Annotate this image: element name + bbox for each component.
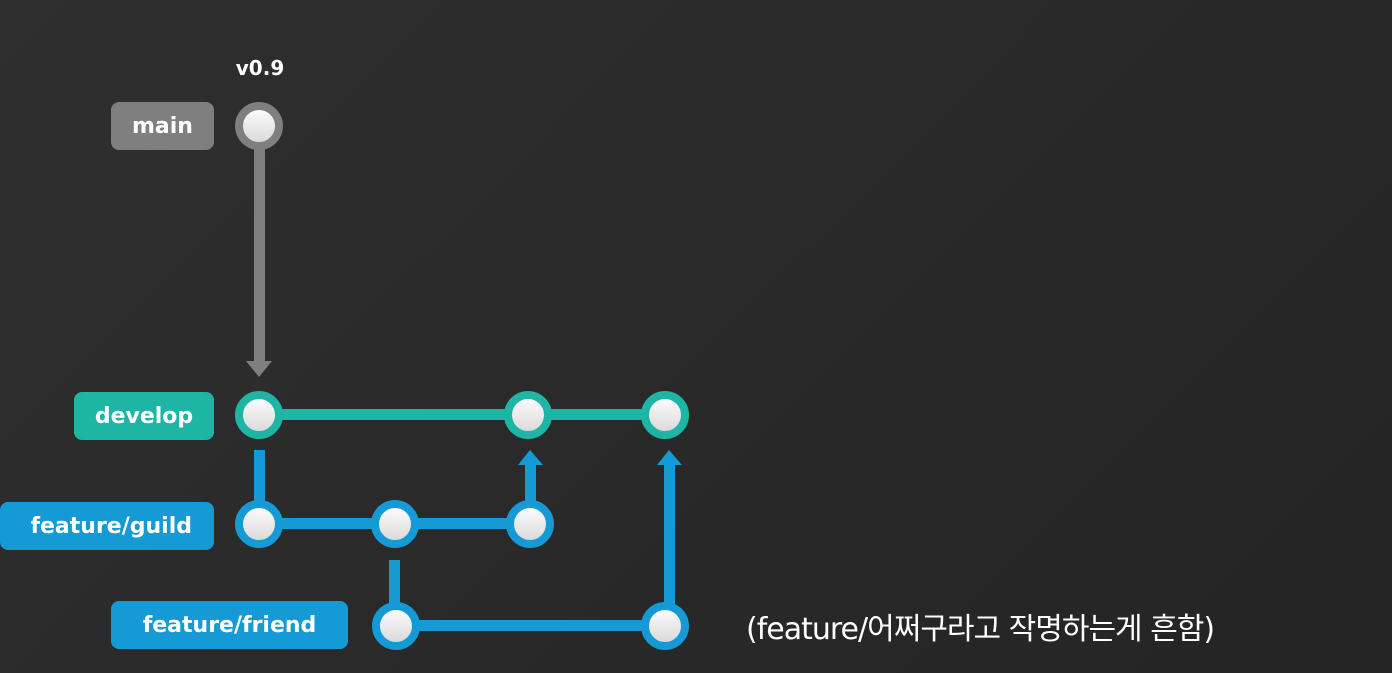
guild-commit-node-1	[235, 500, 283, 548]
guild-merge-line	[525, 462, 536, 508]
develop-line	[260, 409, 665, 420]
main-to-develop-line	[254, 148, 265, 363]
friend-merge-arrowhead	[657, 450, 682, 465]
friend-commit-node-2	[641, 602, 689, 650]
develop-to-guild-line	[254, 450, 265, 510]
develop-commit-node-1	[235, 391, 283, 439]
branch-label-feature-guild: feature/guild	[0, 502, 214, 550]
caption-text: (feature/어쩌구라고 작명하는게 흔함)	[746, 612, 1215, 647]
guild-to-friend-line	[389, 560, 400, 610]
branch-label-main: main	[111, 102, 214, 150]
develop-commit-node-2	[504, 391, 552, 439]
friend-merge-line	[664, 462, 675, 607]
version-tag: v0.9	[235, 56, 285, 80]
friend-commit-node-1	[372, 602, 420, 650]
branch-label-develop: develop	[74, 392, 214, 440]
guild-merge-arrowhead	[518, 450, 543, 465]
main-to-develop-arrowhead	[246, 361, 272, 377]
branch-label-feature-friend: feature/friend	[111, 601, 348, 649]
main-commit-node	[235, 102, 283, 150]
guild-commit-node-2	[371, 500, 419, 548]
guild-commit-node-3	[506, 500, 554, 548]
develop-commit-node-3	[641, 391, 689, 439]
feature-friend-line	[395, 620, 665, 631]
